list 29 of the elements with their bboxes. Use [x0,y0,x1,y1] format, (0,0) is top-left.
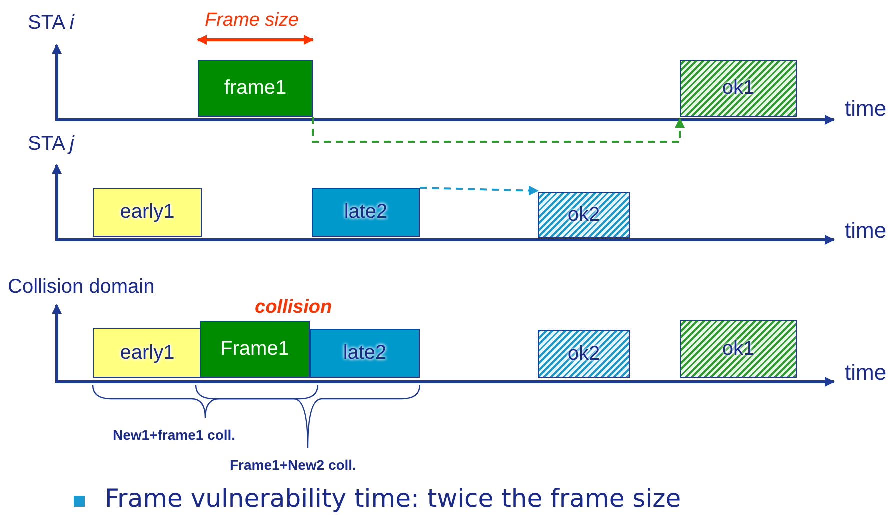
axis-title: STA i [28,12,74,35]
frame-label: early1 [120,342,175,364]
frame-box [310,329,420,378]
frame-box [538,330,630,378]
bracket-label: Frame1+New2 coll. [230,457,356,473]
bullet-text: Frame vulnerability time: twice the frame size [105,484,682,513]
frame-box [312,188,420,237]
axis-label: time [845,96,887,122]
frame-box [200,321,310,378]
frame-box [680,60,797,117]
frame-label: late2 [343,342,387,365]
bracket-label: New1+frame1 coll. [113,427,236,443]
frame-label: frame1 [224,77,287,100]
arrow [420,186,539,196]
frame-box [538,192,630,238]
axis-title: Collision domain [8,276,155,299]
axis-title: STA j [28,133,74,156]
dimension-label: Frame size [205,10,299,32]
collision-label: collision [255,297,332,319]
frame-label: early1 [120,201,175,224]
frame-box [680,320,797,378]
arrow [312,117,685,143]
frame-box [93,328,202,378]
axis-label: time [845,218,887,244]
frame-box [198,60,313,117]
frame-label: Frame1 [220,338,290,361]
frame-label: late2 [344,201,388,224]
frame-box [93,188,202,237]
axis-label: time [845,360,887,386]
